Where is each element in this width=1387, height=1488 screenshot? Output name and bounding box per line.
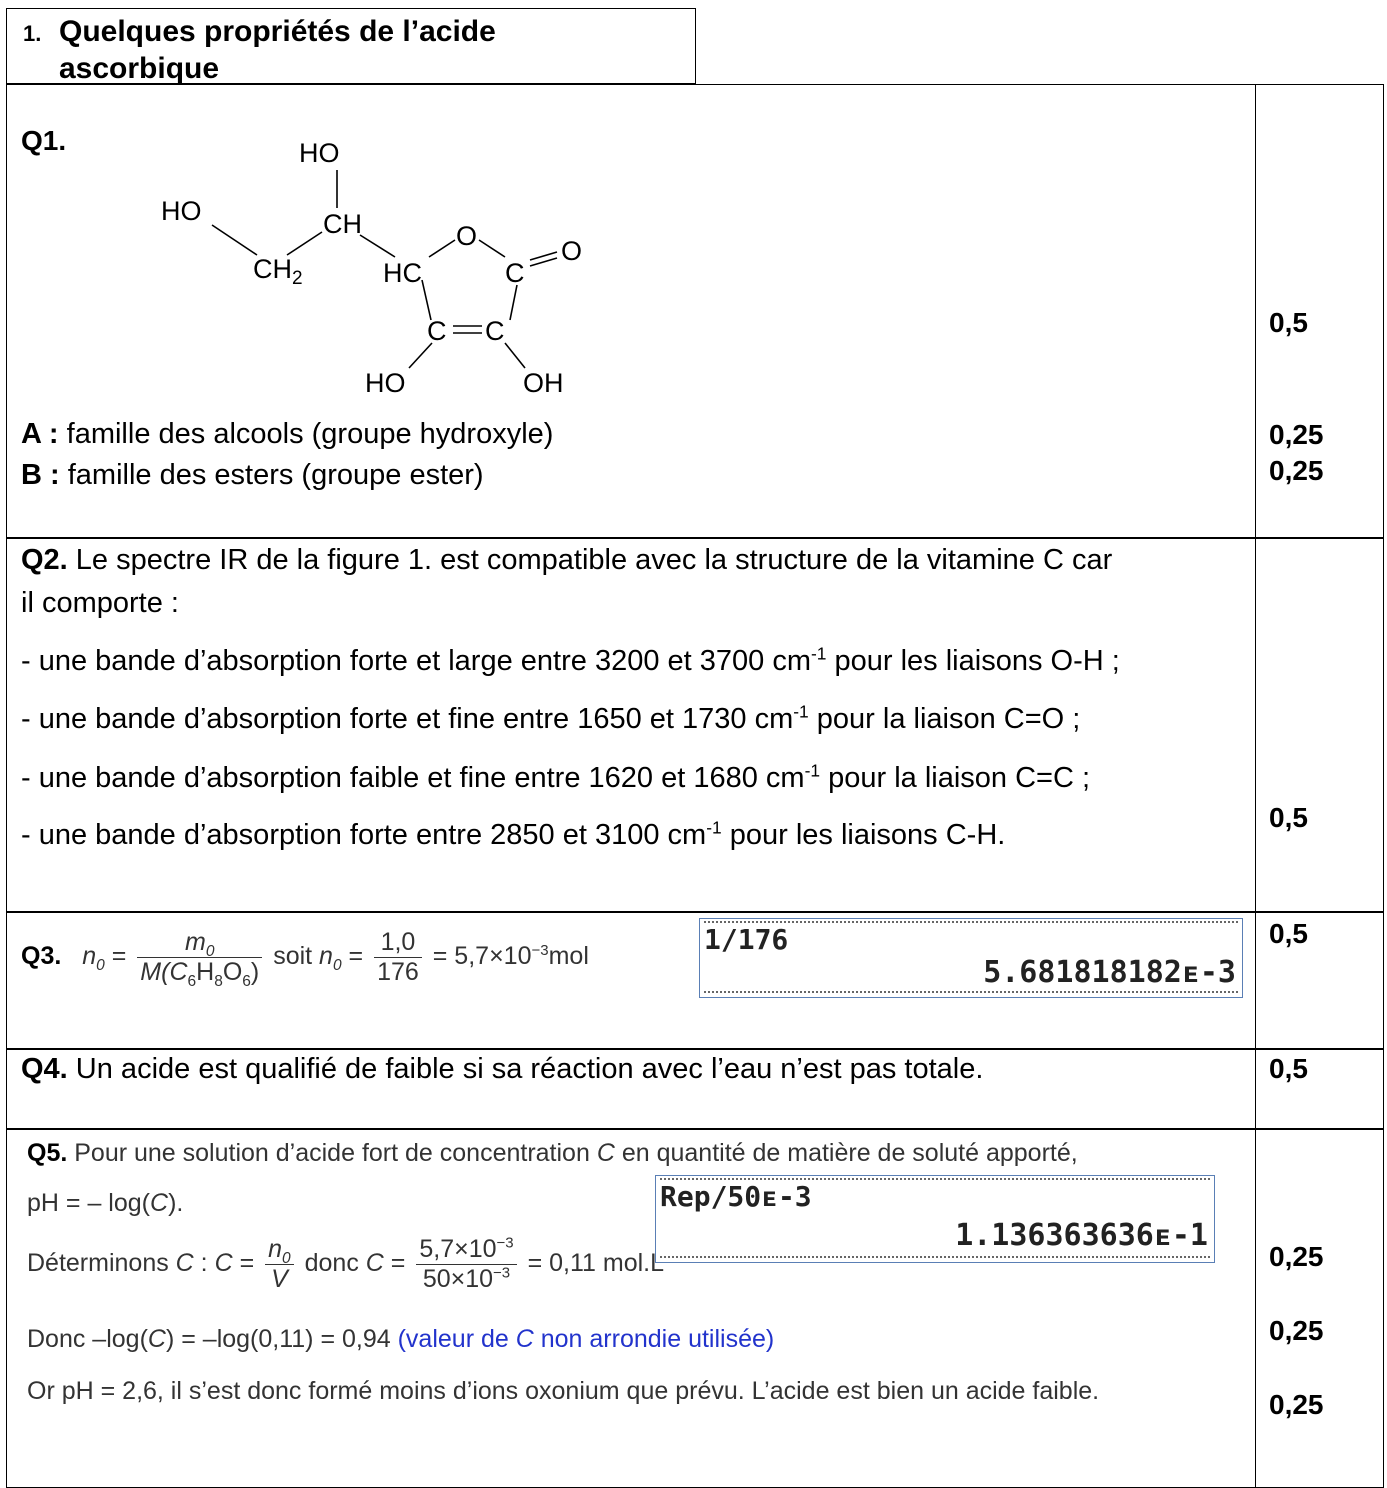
q5-determination: Déterminons C : C = n0 V donc C = 5,7×10… xyxy=(27,1234,681,1293)
q1-answer-b: B : famille des esters (groupe ester) xyxy=(21,459,484,491)
points-column-divider xyxy=(1255,1129,1256,1487)
q1-label: Q1. xyxy=(21,125,67,156)
q2-intro-line2: il comporte : xyxy=(21,587,179,619)
q5-calculator-screenshot: Rep/50ᴇ-3 1.136363636ᴇ-1 xyxy=(655,1175,1215,1263)
q5-points-1: 0,25 xyxy=(1269,1241,1324,1272)
mol-oh-bottom: OH xyxy=(523,368,564,398)
q2-points: 0,5 xyxy=(1269,802,1308,833)
q5-line2: pH = – log(C). xyxy=(27,1189,184,1217)
q1-answer-a: A : famille des alcools (groupe hydroxyl… xyxy=(21,418,554,450)
mol-ch: CH xyxy=(323,209,362,239)
mol-c-left: C xyxy=(427,316,447,346)
points-column-divider xyxy=(1255,912,1256,1049)
q5-line1: Q5. Pour une solution d’acide fort de co… xyxy=(27,1139,1078,1167)
ascorbic-acid-structure: HO CH HO CH2 O HC C O C C HO OH xyxy=(161,138,582,398)
q3-points: 0,5 xyxy=(1269,918,1308,949)
q2-intro-line1: Q2. Le spectre IR de la figure 1. est co… xyxy=(21,544,1113,576)
q1-points-a: 0,25 xyxy=(1269,419,1324,450)
points-column-divider xyxy=(1255,538,1256,912)
q4-row: Q4. Un acide est qualifié de faible si s… xyxy=(6,1048,1384,1130)
mol-ho-left: HO xyxy=(161,196,202,226)
mol-ho-bottom: HO xyxy=(365,368,406,398)
section-title: Quelques propriétés de l’acide ascorbiqu… xyxy=(59,13,496,87)
q2-band-oh: - une bande d’absorption forte et large … xyxy=(21,643,1120,677)
q1-points-b: 0,25 xyxy=(1269,455,1324,486)
q1-points-molecule: 0,5 xyxy=(1269,307,1308,338)
q3-fraction-mass: m0 M(C6H8O6) xyxy=(137,928,263,989)
q2-band-co: - une bande d’absorption forte et fine e… xyxy=(21,701,1081,735)
q3-formula: Q3. n0 = m0 M(C6H8O6) soit n0 = 1,0 176 … xyxy=(21,928,589,990)
q5-points-3: 0,25 xyxy=(1269,1389,1324,1420)
q2-band-ch: - une bande d’absorption forte entre 285… xyxy=(21,817,1006,851)
q2-band-cc: - une bande d’absorption faible et fine … xyxy=(21,760,1091,794)
q1-row: Q1. HO CH HO CH2 O HC C O C xyxy=(6,84,1384,539)
section-number: 1. xyxy=(23,21,42,46)
section-title-line2: ascorbique xyxy=(59,52,220,85)
section-title-line1: Quelques propriétés de l’acide xyxy=(59,15,496,48)
q5-points-2: 0,25 xyxy=(1269,1315,1324,1346)
mol-o-ring: O xyxy=(456,221,477,251)
mol-o-carbonyl: O xyxy=(561,236,582,266)
mol-ch2: CH2 xyxy=(253,254,303,289)
q3-row: Q3. n0 = m0 M(C6H8O6) soit n0 = 1,0 176 … xyxy=(6,911,1384,1050)
points-column-divider xyxy=(1255,85,1256,538)
mol-ho-top: HO xyxy=(299,138,340,168)
q5-conclusion: Or pH = 2,6, il s’est donc formé moins d… xyxy=(27,1377,1100,1405)
q4-points: 0,5 xyxy=(1269,1053,1308,1084)
mol-c-right: C xyxy=(485,316,505,346)
q5-row: Q5. Pour une solution d’acide fort de co… xyxy=(6,1128,1384,1488)
section-title-box: 1. Quelques propriétés de l’acide ascorb… xyxy=(6,8,696,87)
q3-fraction-numeric: 1,0 176 xyxy=(374,928,422,987)
q2-row: Q2. Le spectre IR de la figure 1. est co… xyxy=(6,537,1384,913)
points-column-divider xyxy=(1255,1049,1256,1129)
q4-text: Q4. Un acide est qualifié de faible si s… xyxy=(21,1053,984,1085)
q5-line4: Donc –log(C) = –log(0,11) = 0,94 (valeur… xyxy=(27,1325,775,1353)
mol-c-carbonyl: C xyxy=(505,258,525,288)
q3-calculator-screenshot: 1/176 5.681818182ᴇ-3 xyxy=(699,918,1243,998)
mol-hc: HC xyxy=(383,258,422,288)
